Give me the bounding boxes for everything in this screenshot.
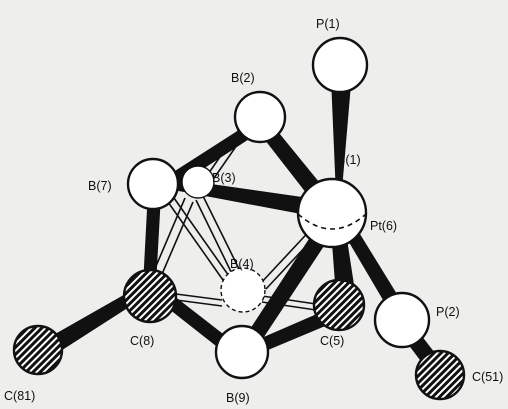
bond-b7-b4 (167, 197, 237, 291)
label-layer: P(1) B(2) B(1) B(7) B(3) Pt(6) B(4) C(8)… (4, 17, 503, 405)
atom-p2 (373, 291, 431, 349)
label-p1: P(1) (316, 17, 340, 31)
atom-pt6 (296, 177, 368, 249)
bond-p1-pt6 (331, 89, 351, 185)
label-b1: B(1) (337, 153, 361, 167)
atom-b7 (126, 157, 180, 211)
atom-b9 (214, 324, 270, 380)
bond-c8-b4 (175, 293, 223, 307)
label-b7: B(7) (88, 179, 112, 193)
atom-b3 (181, 165, 215, 199)
label-b2: B(2) (231, 71, 255, 85)
atom-b2 (233, 90, 287, 144)
label-c81: C(81) (4, 389, 35, 403)
bond-b7-c8 (143, 199, 161, 277)
atom-layer (12, 36, 466, 401)
label-p2: P(2) (436, 305, 460, 319)
label-b9: B(9) (226, 391, 250, 405)
atom-c8 (122, 268, 178, 324)
label-c8: C(8) (130, 334, 154, 348)
atom-c5 (312, 278, 366, 332)
bond-b3-b4 (195, 195, 245, 283)
atom-p1 (311, 36, 369, 94)
atom-c81 (12, 324, 64, 376)
atom-b4 (220, 267, 266, 313)
label-b4: B(4) (230, 257, 254, 271)
label-c5: C(5) (320, 334, 344, 348)
atom-pt6-equator (297, 213, 367, 230)
atom-c51 (414, 349, 466, 401)
label-pt6: Pt(6) (370, 219, 397, 233)
label-b3: B(3) (212, 171, 236, 185)
label-c51: C(51) (472, 370, 503, 384)
